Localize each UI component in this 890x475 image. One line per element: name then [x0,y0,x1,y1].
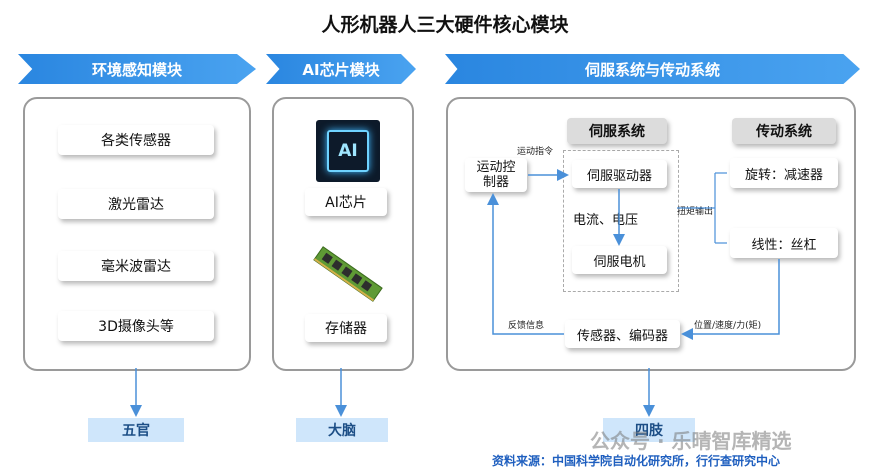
ai-item-memory: 存储器 [305,314,387,342]
page-title: 人形机器人三大硬件核心模块 [321,14,569,36]
env-item-radar: 毫米波雷达 [58,251,214,281]
memory-stick-icon [313,246,383,302]
feedback-label: 反馈信息 [508,321,545,331]
env-item-sensors: 各类传感器 [58,125,214,155]
transmission-system-header: 传动系统 [732,118,836,144]
output-facial-senses: 五官 [88,418,184,442]
banner-env-module: 环境感知模块 [18,54,256,84]
torque-output-label: 扭矩输出 [677,207,714,217]
rotation-reducer: 旋转：减速器 [730,158,838,188]
output-brain: 大脑 [296,418,388,442]
ai-chip-icon: AI [316,120,380,182]
env-item-camera: 3D摄像头等 [58,311,214,341]
output-limbs: 四肢 [603,418,695,442]
watermark-text: 公众号 · 乐晴智库精选 [590,429,792,453]
servo-driver: 伺服驱动器 [572,160,667,188]
motion-command-label: 运动指令 [517,147,554,157]
motion-controller: 运动控 制器 [465,158,527,192]
env-item-lidar: 激光雷达 [58,189,214,219]
banner-servo-module: 伺服系统与传动系统 [445,54,860,84]
servo-system-header: 伺服系统 [567,118,667,144]
servo-system-dashed-box [563,150,679,292]
linear-lead-screw: 线性：丝杠 [730,228,838,258]
banner-ai-module: AI芯片模块 [266,54,416,84]
source-note: 资料来源：中国科学院自动化研究所，行行查研究中心 [492,454,781,468]
current-voltage-label: 电流、电压 [573,213,639,228]
ai-item-chip: AI芯片 [305,188,387,216]
servo-motor: 伺服电机 [572,246,667,274]
sensor-encoder: 传感器、编码器 [565,320,680,348]
position-speed-force-label: 位置/速度/力(矩) [694,321,762,331]
